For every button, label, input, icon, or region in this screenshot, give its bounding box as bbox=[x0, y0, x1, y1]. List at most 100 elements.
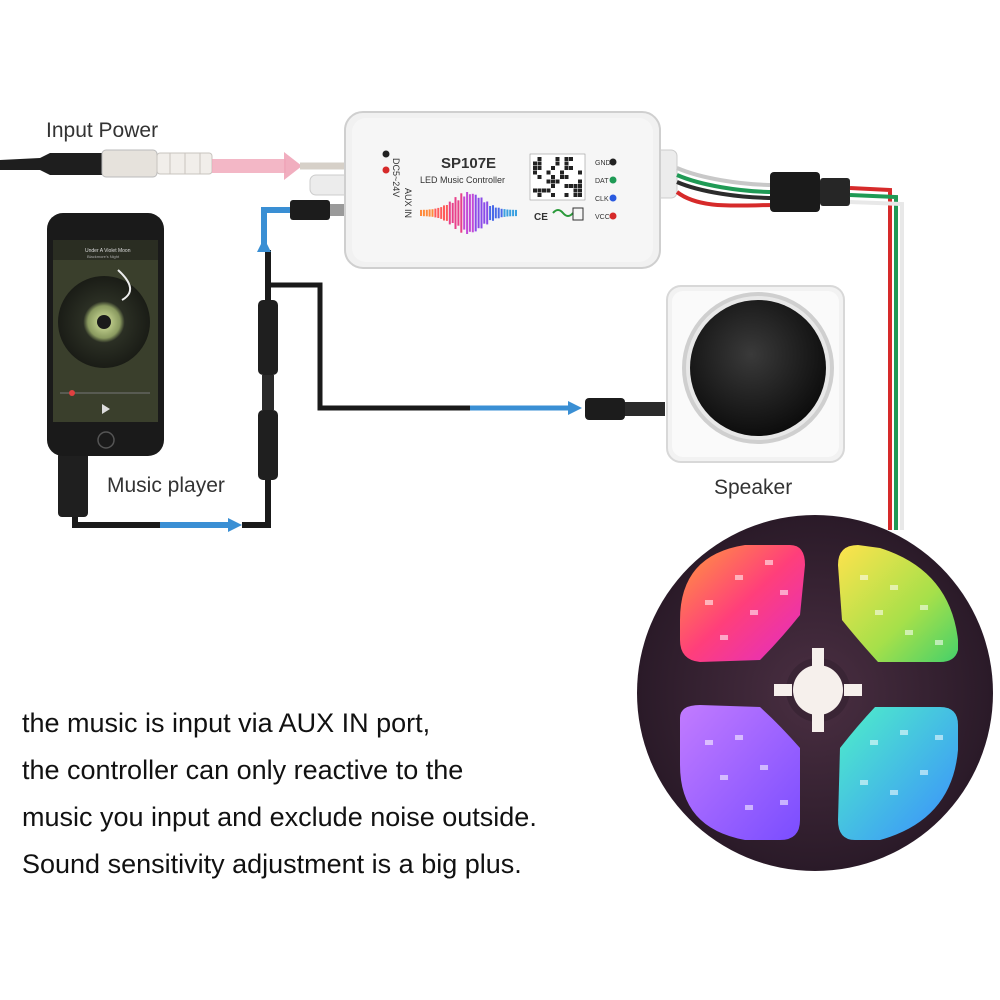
aux-jacks bbox=[58, 200, 665, 517]
qr-module bbox=[573, 193, 578, 197]
wave-bar bbox=[483, 202, 486, 224]
qr-module bbox=[546, 188, 551, 193]
wave-bar bbox=[428, 209, 431, 217]
qr-module bbox=[551, 179, 555, 184]
cert-marks: CE bbox=[534, 207, 584, 223]
qr-module bbox=[578, 170, 582, 175]
input-power-label: Input Power bbox=[46, 119, 159, 142]
controller-model: SP107E bbox=[441, 155, 496, 172]
qr-module bbox=[573, 188, 578, 193]
phone bbox=[47, 213, 164, 456]
qr-module bbox=[564, 193, 569, 197]
led-chip bbox=[720, 775, 728, 780]
wave-bar bbox=[437, 207, 440, 218]
wave-bar bbox=[457, 200, 460, 226]
wave-bar bbox=[454, 197, 457, 229]
led-chip bbox=[860, 575, 868, 580]
wave-bar bbox=[466, 192, 469, 234]
controller-box bbox=[309, 111, 678, 269]
qr-module bbox=[555, 161, 560, 166]
wave-bar bbox=[463, 196, 466, 230]
qr-module bbox=[564, 161, 569, 166]
qr-module bbox=[555, 179, 560, 184]
qr-module bbox=[533, 161, 537, 166]
qr-module bbox=[555, 157, 560, 161]
qr-module bbox=[551, 175, 555, 179]
qr-module bbox=[533, 166, 537, 170]
caption-line: the controller can only reactive to the bbox=[22, 755, 464, 785]
speaker-label: Speaker bbox=[714, 476, 793, 499]
caption-line: Sound sensitivity adjustment is a big pl… bbox=[22, 849, 522, 879]
qr-module bbox=[537, 161, 542, 166]
led-chip bbox=[905, 630, 913, 635]
qr-module bbox=[537, 157, 542, 161]
qr-module bbox=[560, 175, 564, 179]
qr-module bbox=[578, 188, 582, 193]
pin-dat: DAT bbox=[595, 178, 609, 185]
caption-line: the music is input via AUX IN port, bbox=[22, 708, 431, 738]
controller-subtitle: LED Music Controller bbox=[420, 175, 505, 185]
led-chip bbox=[920, 770, 928, 775]
led-chip bbox=[860, 780, 868, 785]
wave-bar bbox=[434, 208, 437, 218]
ce-mark: CE bbox=[534, 212, 548, 223]
pin-dots bbox=[609, 158, 617, 220]
output-wires bbox=[675, 166, 904, 530]
speaker bbox=[666, 285, 845, 463]
led-chip bbox=[705, 740, 713, 745]
controller-side-labels: DC5~24V AUX IN bbox=[391, 158, 413, 218]
music-player-label: Music player bbox=[107, 474, 225, 497]
qr-code bbox=[529, 153, 586, 201]
wave-bar bbox=[480, 197, 483, 229]
pin-clk: CLK bbox=[595, 196, 609, 203]
sound-wave-graphic bbox=[420, 192, 517, 234]
wave-bar bbox=[468, 194, 471, 232]
wave-bar bbox=[460, 193, 463, 233]
qr-module bbox=[573, 184, 578, 188]
wave-bar bbox=[448, 201, 451, 225]
led-chip bbox=[875, 610, 883, 615]
wave-bar bbox=[509, 209, 512, 217]
led-chip bbox=[720, 635, 728, 640]
power-plug bbox=[0, 149, 213, 178]
power-arrow bbox=[212, 152, 302, 180]
led-chip bbox=[705, 600, 713, 605]
led-chip bbox=[890, 790, 898, 795]
led-strip-reel bbox=[637, 515, 993, 871]
led-chip bbox=[780, 590, 788, 595]
led-chip bbox=[870, 740, 878, 745]
wave-bar bbox=[492, 205, 494, 221]
song-artist: Blackmore's Night bbox=[87, 254, 120, 259]
minus-icon bbox=[382, 150, 390, 158]
pin-gnd: GND bbox=[595, 160, 611, 167]
wave-bar bbox=[425, 209, 428, 217]
led-chip bbox=[735, 735, 743, 740]
wave-bar bbox=[422, 209, 425, 217]
caption: the music is input via AUX IN port, the … bbox=[22, 700, 537, 888]
qr-module bbox=[546, 179, 551, 184]
qr-module bbox=[564, 166, 569, 170]
wave-bar bbox=[512, 209, 515, 217]
qr-module bbox=[551, 166, 555, 170]
qr-module bbox=[560, 170, 564, 175]
wave-bar bbox=[445, 205, 448, 221]
wave-bar bbox=[494, 207, 497, 219]
qr-module bbox=[578, 193, 582, 197]
wave-bar bbox=[443, 205, 445, 221]
wave-bar bbox=[477, 197, 480, 229]
led-chip bbox=[935, 735, 943, 740]
song-title: Under A Violet Moon bbox=[85, 248, 131, 254]
wave-bar bbox=[440, 207, 443, 219]
qr-module bbox=[537, 166, 542, 170]
led-chip bbox=[760, 765, 768, 770]
qr-module bbox=[542, 188, 546, 193]
wave-bar bbox=[503, 209, 506, 217]
led-chip bbox=[780, 800, 788, 805]
plus-icon bbox=[382, 166, 390, 174]
qr-module bbox=[533, 188, 537, 193]
wave-bar bbox=[474, 194, 477, 232]
qr-module bbox=[537, 188, 542, 193]
qr-module bbox=[578, 179, 582, 184]
qr-module bbox=[537, 193, 542, 197]
